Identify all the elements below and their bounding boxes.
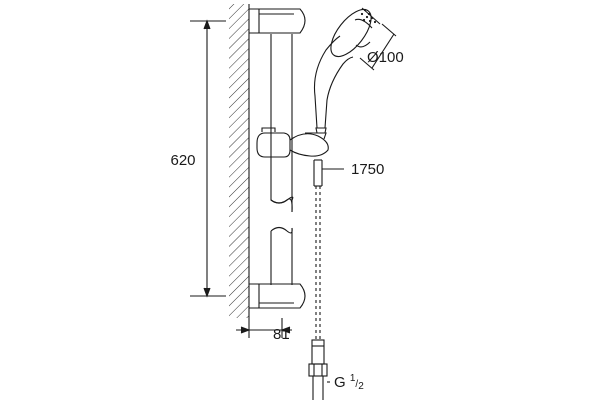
label-head-diameter: Ø100 <box>367 49 404 66</box>
dimension-wall-offset <box>236 318 292 338</box>
top-wall-bracket <box>249 8 306 34</box>
sliding-holder <box>256 127 329 158</box>
rail-bar <box>270 34 294 285</box>
label-hose-length: 1750 <box>351 161 384 178</box>
shower-hose <box>313 159 323 340</box>
dimension-head-diameter <box>359 23 397 71</box>
dimension-height <box>190 19 226 298</box>
hose-connector <box>308 339 328 400</box>
shower-head-nozzles <box>360 8 377 24</box>
wall <box>229 4 250 318</box>
bottom-wall-bracket <box>249 283 306 309</box>
label-height: 620 <box>170 152 195 169</box>
label-thread-size: G 1/2 <box>334 373 364 392</box>
hand-shower-handle <box>313 35 354 134</box>
label-wall-offset: 81 <box>273 326 290 343</box>
